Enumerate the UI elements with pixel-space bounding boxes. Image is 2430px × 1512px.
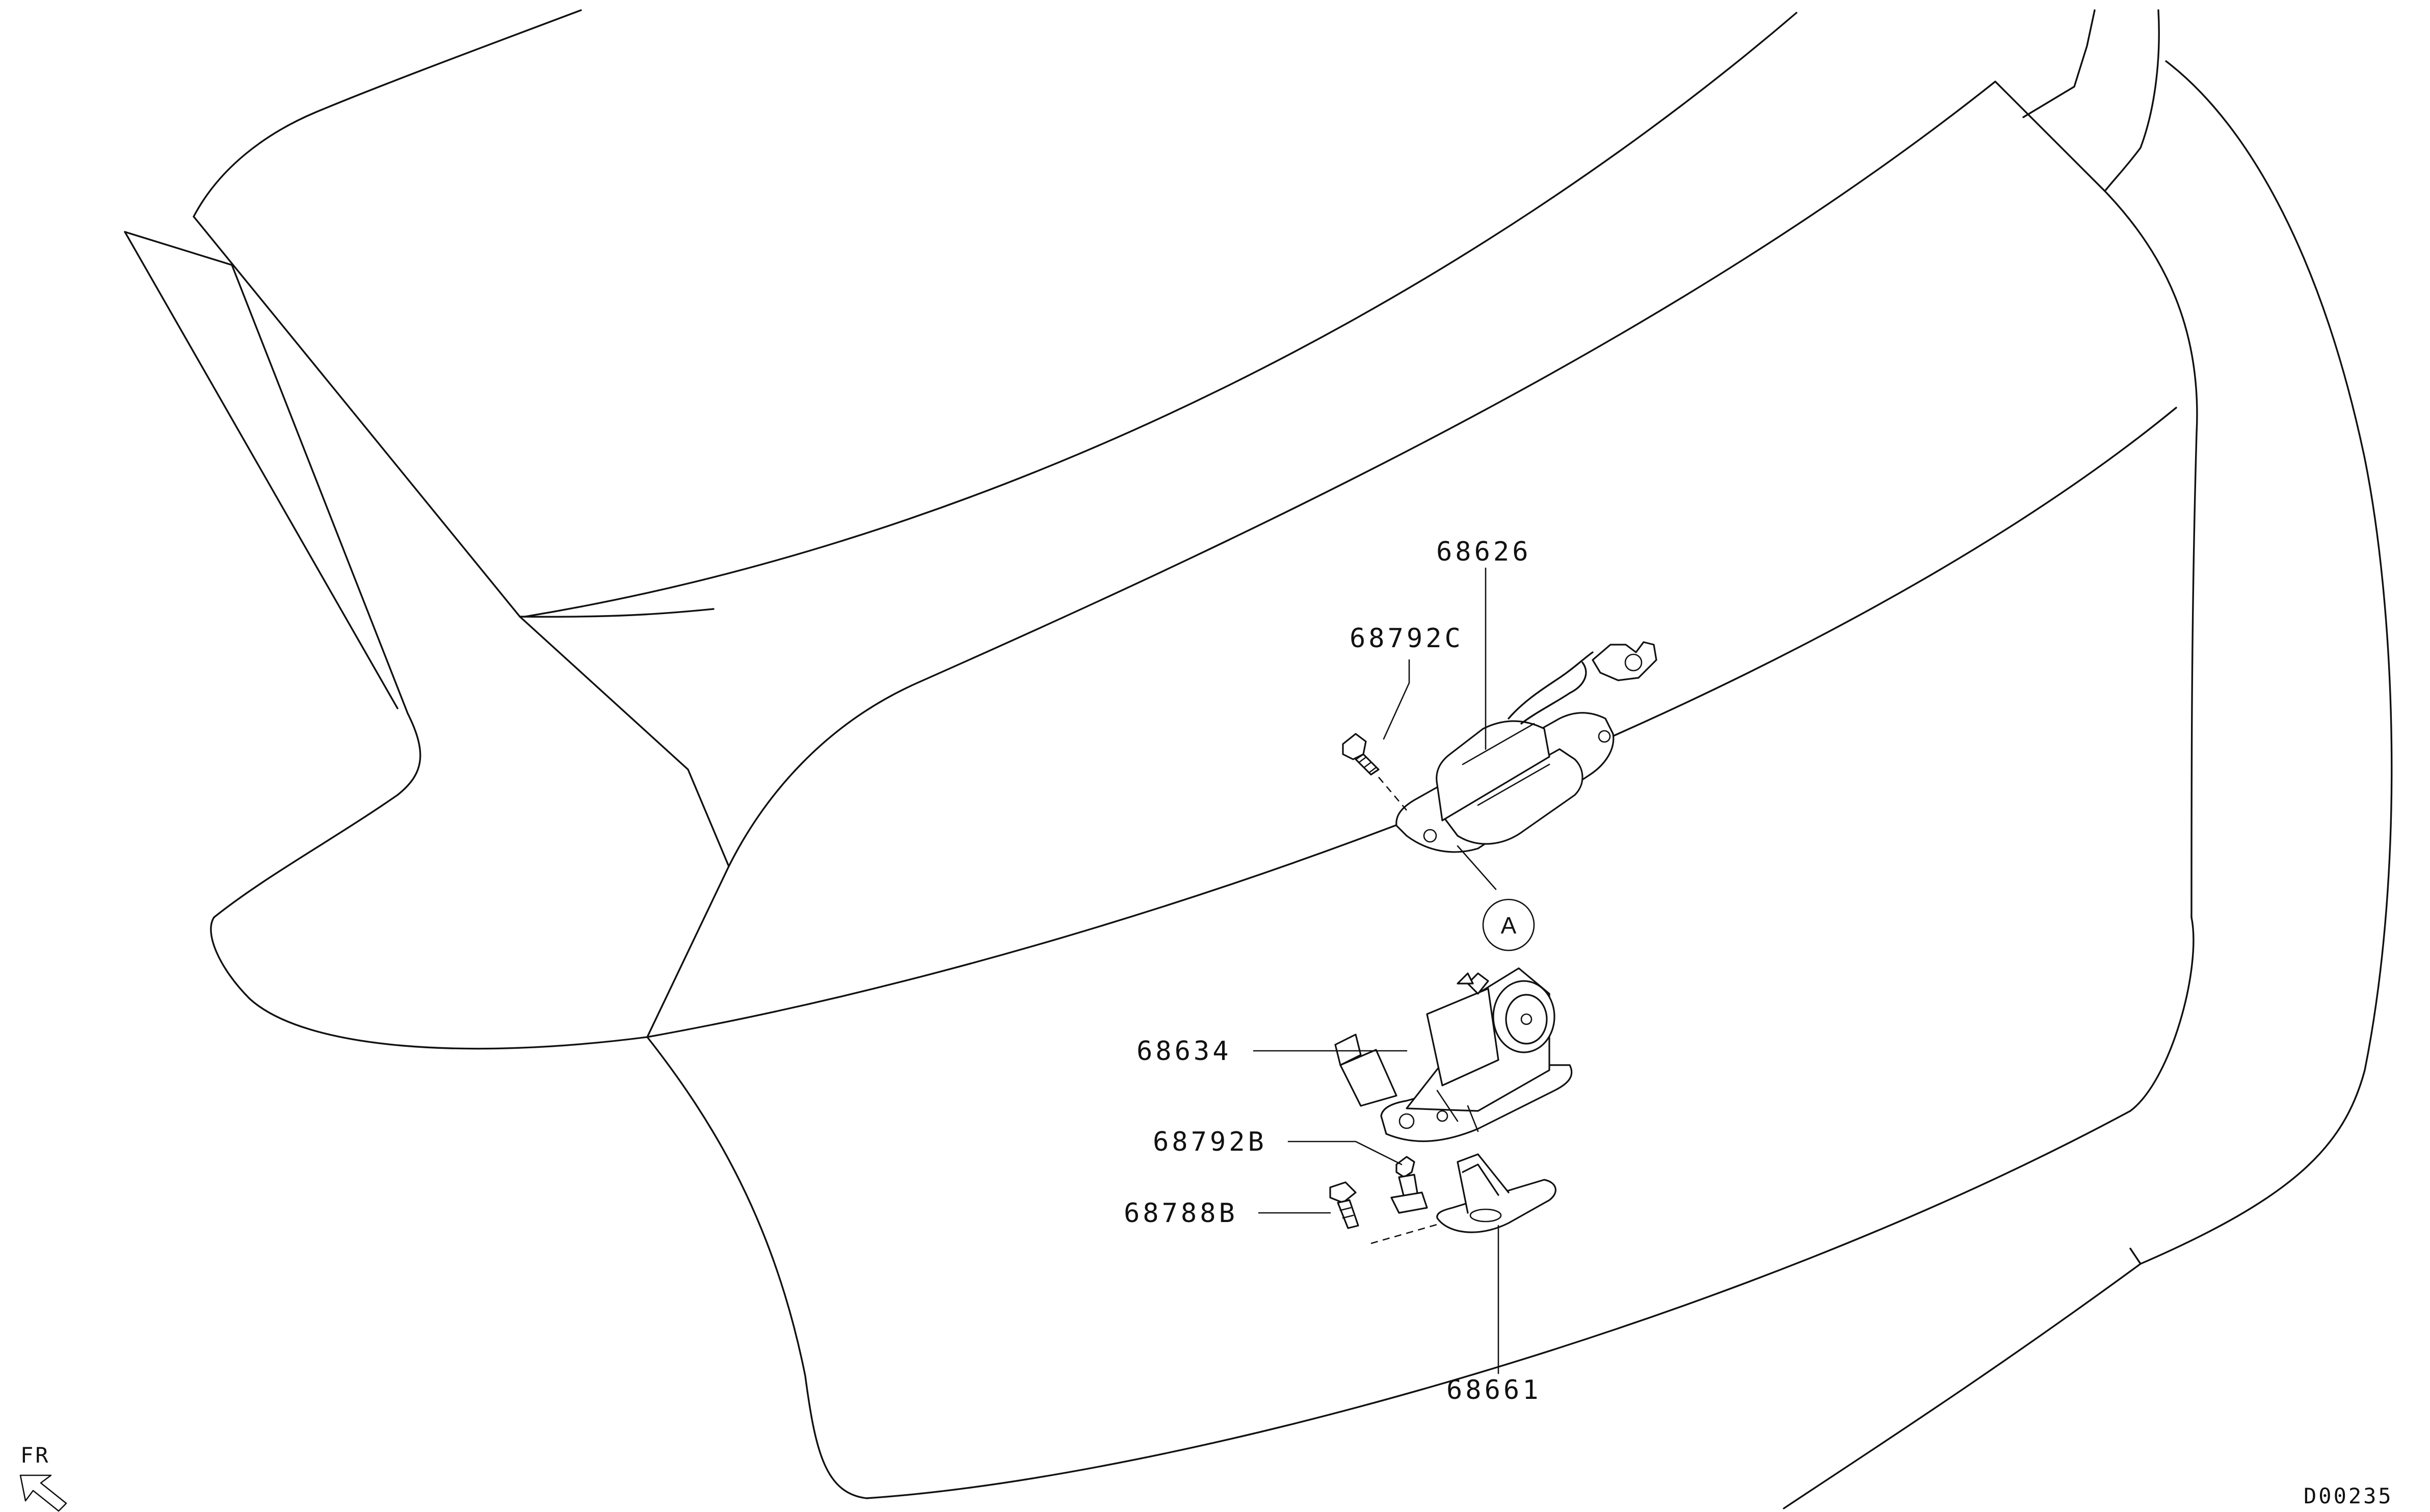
label-68788B: 68788B — [1124, 1198, 1238, 1229]
leader-callout-A — [1457, 845, 1497, 890]
label-68792C: 68792C — [1350, 623, 1464, 654]
label-68661: 68661 — [1446, 1375, 1542, 1405]
leader-lines — [1253, 567, 1499, 1374]
arrow-up-left-icon — [19, 1474, 67, 1512]
front-direction-indicator: FR — [19, 1443, 67, 1512]
latch-bolt-part — [1390, 1156, 1428, 1214]
car-body-outline — [124, 9, 2393, 1509]
callout-letter: A — [1501, 912, 1517, 939]
label-68634: 68634 — [1137, 1036, 1232, 1067]
leader-68792B — [1287, 1140, 1403, 1165]
lamp-bolt-part — [1342, 733, 1407, 811]
drawing-id: D00235 — [2304, 1483, 2393, 1508]
striker-part — [1436, 1153, 1556, 1233]
leader-68792C — [1383, 659, 1410, 740]
latch-assembly-part — [1334, 967, 1573, 1143]
callout-a: A — [1482, 898, 1535, 951]
orientation-label: FR — [20, 1443, 50, 1468]
label-68792B: 68792B — [1153, 1127, 1267, 1157]
label-68626: 68626 — [1436, 537, 1531, 567]
lamp-assembly-part — [1395, 641, 1657, 853]
